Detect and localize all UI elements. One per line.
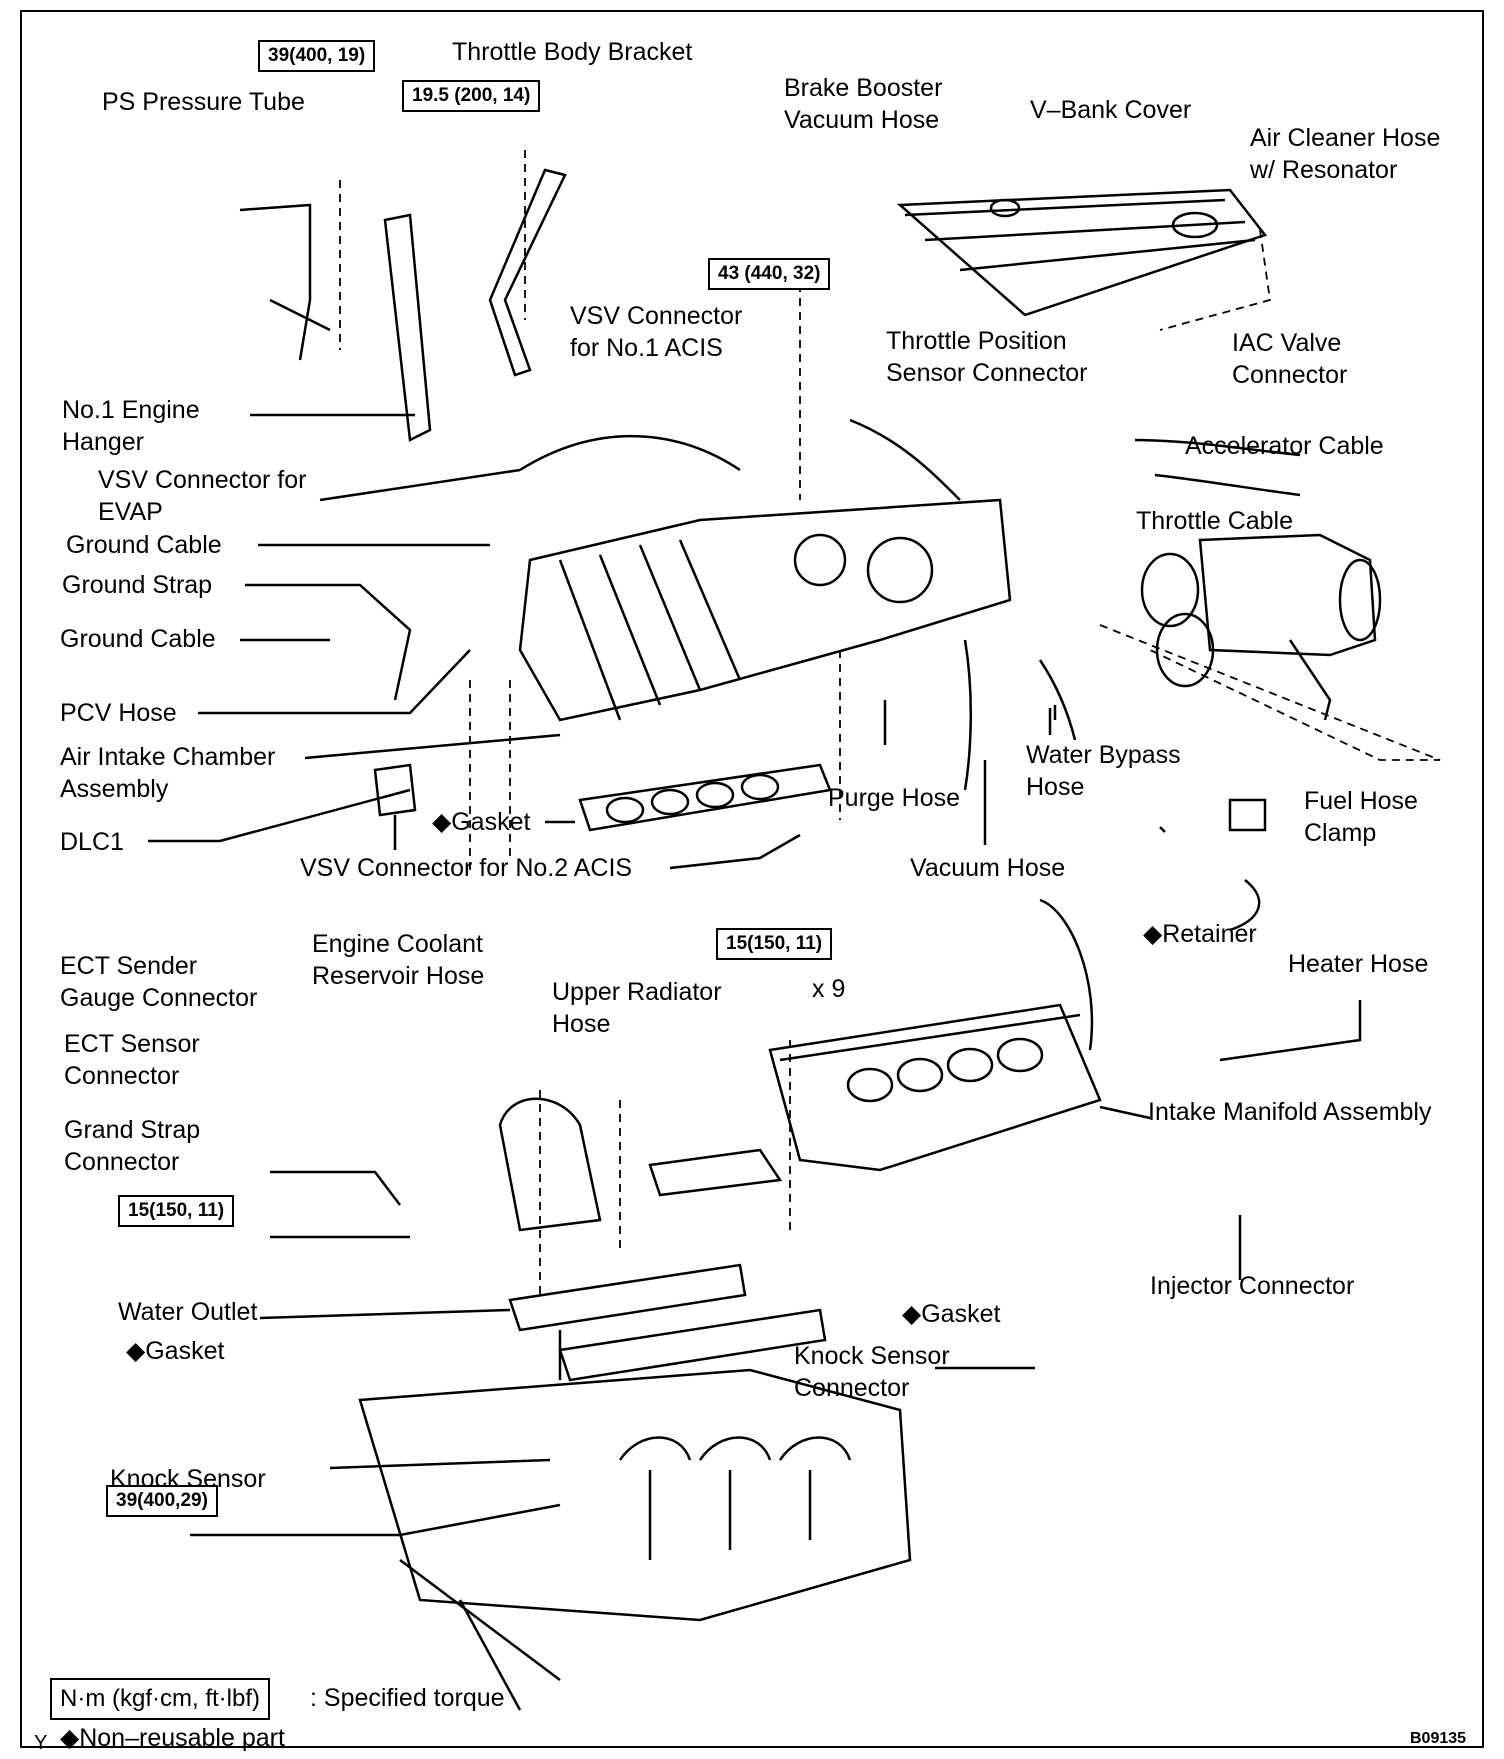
torque-box: 15(150, 11) bbox=[118, 1195, 235, 1227]
label-ect-sensor: ECT Sensor Connector bbox=[64, 1030, 200, 1090]
fuel-clamp-part bbox=[1228, 798, 1267, 832]
dlc1-part bbox=[373, 763, 417, 850]
label-vsv-acis1: VSV Connector for No.1 ACIS bbox=[570, 302, 743, 362]
throttle-bracket-part bbox=[488, 168, 567, 377]
label-gasket-mid: ◆Gasket bbox=[902, 1300, 1001, 1328]
air-intake-chamber-part bbox=[518, 418, 1012, 722]
label-upper-radiator: Upper Radiator Hose bbox=[552, 978, 722, 1038]
label-dlc1: DLC1 bbox=[60, 828, 124, 856]
label-ect-sender: ECT Sender Gauge Connector bbox=[60, 952, 258, 1012]
label-throttle-body-bracket: Throttle Body Bracket bbox=[452, 38, 693, 66]
v-bank-cover-part bbox=[896, 188, 1268, 317]
label-ground-cable-1: Ground Cable bbox=[66, 531, 222, 559]
label-gasket-top: ◆Gasket bbox=[432, 808, 531, 836]
label-ground-cable-2: Ground Cable bbox=[60, 625, 216, 653]
torque-box: 43 (440, 32) bbox=[708, 258, 831, 290]
diagram-frame bbox=[20, 10, 1484, 1748]
label-times-9: x 9 bbox=[812, 975, 846, 1003]
engine-hanger-part bbox=[383, 213, 432, 442]
torque-box: 39(400,29) bbox=[106, 1485, 218, 1517]
label-air-intake-chamber: Air Intake Chamber Assembly bbox=[60, 743, 276, 803]
label-retainer: ◆Retainer bbox=[1143, 920, 1257, 948]
gasket-lower-part bbox=[508, 1263, 827, 1382]
label-heater-hose: Heater Hose bbox=[1288, 950, 1429, 978]
label-ground-strap: Ground Strap bbox=[62, 571, 213, 599]
torque-box: 15(150, 11) bbox=[716, 928, 833, 960]
label-engine-hanger: No.1 Engine Hanger bbox=[62, 396, 200, 456]
engine-block-part bbox=[358, 1368, 912, 1711]
label-vacuum-hose: Vacuum Hose bbox=[910, 854, 1066, 882]
label-ps-pressure-tube: PS Pressure Tube bbox=[102, 88, 305, 116]
label-accelerator-cable: Accelerator Cable bbox=[1185, 432, 1384, 460]
water-outlet-part bbox=[498, 1097, 602, 1232]
label-brake-booster: Brake Booster Vacuum Hose bbox=[784, 74, 943, 134]
label-knock-sensor: Knock Sensor bbox=[110, 1465, 266, 1493]
legend-torque-text: : Specified torque bbox=[310, 1684, 505, 1712]
label-pcv-hose: PCV Hose bbox=[60, 699, 177, 727]
label-air-cleaner-hose: Air Cleaner Hose w/ Resonator bbox=[1250, 124, 1441, 184]
label-vsv-acis2: VSV Connector for No.2 ACIS bbox=[300, 854, 633, 882]
label-fuel-hose-clamp: Fuel Hose Clamp bbox=[1304, 787, 1418, 847]
gasket-top-part bbox=[578, 763, 832, 832]
label-throttle-position: Throttle Position Sensor Connector bbox=[886, 327, 1088, 387]
label-grand-strap: Grand Strap Connector bbox=[64, 1116, 201, 1176]
label-throttle-cable: Throttle Cable bbox=[1136, 507, 1294, 535]
legend-corner-mark: Y bbox=[34, 1732, 48, 1754]
ps-pressure-tube-part bbox=[239, 203, 331, 361]
label-intake-manifold: Intake Manifold Assembly bbox=[1148, 1098, 1432, 1126]
air-cleaner-hose-part bbox=[1140, 533, 1382, 721]
label-knock-sensor-connector: Knock Sensor Connector bbox=[794, 1342, 950, 1402]
label-iac-valve: IAC Valve Connector bbox=[1232, 329, 1348, 389]
torque-box: 19.5 (200, 14) bbox=[402, 80, 541, 112]
label-vsv-evap: VSV Connector for EVAP bbox=[98, 466, 307, 526]
label-water-outlet: Water Outlet bbox=[118, 1298, 258, 1326]
legend-torque-unit: N·m (kgf·cm, ft·lbf) bbox=[50, 1678, 270, 1720]
intake-manifold-part bbox=[768, 898, 1102, 1172]
label-injector-connector: Injector Connector bbox=[1150, 1272, 1355, 1300]
label-purge-hose: Purge Hose bbox=[828, 784, 961, 812]
label-v-bank-cover: V–Bank Cover bbox=[1030, 96, 1192, 124]
legend-non-reusable: ◆Non–reusable part bbox=[60, 1724, 285, 1752]
figure-code: B09135 bbox=[1410, 1730, 1467, 1747]
label-water-bypass: Water Bypass Hose bbox=[1026, 741, 1181, 801]
label-gasket-left: ◆Gasket bbox=[126, 1337, 225, 1365]
label-coolant-reservoir: Engine Coolant Reservoir Hose bbox=[312, 930, 485, 990]
torque-box: 39(400, 19) bbox=[258, 40, 376, 72]
